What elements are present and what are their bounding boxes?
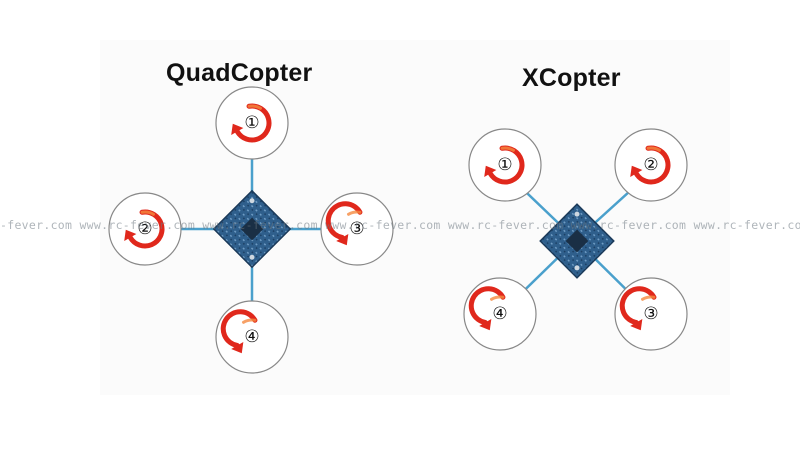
motor-4: ④ [215, 300, 289, 374]
motor-number-label: ④ [492, 304, 507, 324]
arrow-head [479, 319, 492, 331]
motor-2: ② [614, 128, 688, 202]
motor-number-label: ① [497, 155, 512, 175]
rotation-arrow [619, 286, 657, 325]
motor-1: ① [215, 86, 289, 160]
arrow-head [484, 165, 497, 177]
motor-number-label: ② [137, 219, 152, 239]
motor-number-label: ② [643, 155, 658, 175]
arrow-head [124, 229, 137, 241]
motor-number-label: ① [244, 113, 259, 133]
rotation-arrow [220, 309, 258, 348]
rotation-arrow [468, 286, 506, 325]
quadcopter-title: QuadCopter [166, 59, 313, 87]
arrow-head [336, 234, 349, 246]
arrow-head [630, 319, 643, 331]
motor-number-label: ④ [244, 327, 259, 347]
motor-4: ④ [463, 277, 537, 351]
flight-controller-board [539, 203, 615, 279]
motor-2: ② [108, 192, 182, 266]
rotation-arrow [325, 201, 363, 240]
motor-number-label: ③ [643, 304, 658, 324]
watermark: -fever.com www.rc-fever.com www.rc-fever… [0, 218, 800, 232]
xcopter-title: XCopter [522, 64, 621, 92]
motor-1: ① [468, 128, 542, 202]
xcopter-diagram: ① ② ④ ③ [463, 128, 688, 351]
motor-3: ③ [320, 192, 394, 266]
quadcopter-diagram: ① ② ③ ④ [108, 86, 394, 374]
arrow-head [630, 165, 643, 177]
arrow-head [231, 123, 244, 135]
motor-number-label: ③ [349, 219, 364, 239]
motor-3: ③ [614, 277, 688, 351]
arrow-head [231, 342, 244, 354]
flight-controller-board [212, 189, 292, 269]
